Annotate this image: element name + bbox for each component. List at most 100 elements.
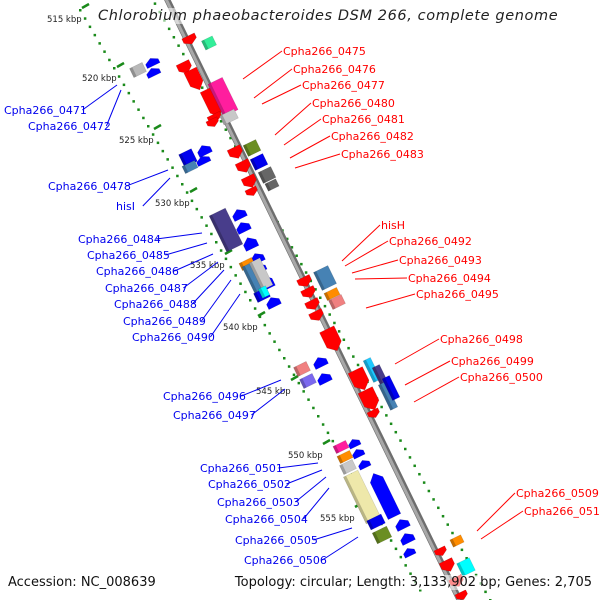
gene-plus-arrow [181, 32, 197, 45]
scale-dot [215, 241, 218, 244]
gene-minus-box-shade [293, 366, 301, 377]
gene-minus-arrow [232, 209, 248, 222]
scale-dot [328, 313, 331, 316]
scale-dot [317, 415, 320, 418]
gene-label-plus: Cpha266_0509 [516, 487, 599, 500]
gene-minus-arrow-body [236, 222, 252, 235]
gene-minus-box-shade [129, 67, 137, 78]
gene-minus-box-body [332, 439, 350, 455]
gene-minus-arrow [395, 519, 411, 532]
scale-dot [394, 430, 398, 434]
scale-label: 535 kbp [190, 261, 225, 271]
gene-label-plus: Cpha266_0498 [440, 333, 523, 346]
gene-minus-arrow [146, 68, 162, 79]
gene-plus-arrow [296, 274, 312, 287]
scale-dot [465, 556, 468, 560]
gene-plus-arrow [357, 386, 380, 411]
scale-dot [427, 489, 431, 493]
gene-label-plus: Cpha266_0510 [524, 505, 600, 518]
gene-minus-arrow-body [196, 156, 212, 167]
gene-label-minus: Cpha266_0497 [173, 409, 256, 422]
scale-dot [304, 271, 308, 274]
gene-minus-box-shade [178, 153, 188, 168]
scale-dot [437, 506, 440, 510]
scale-tick [257, 310, 266, 318]
scale-dot [309, 279, 313, 283]
scale-dot [290, 246, 294, 249]
gene-label-plus: Cpha266_0499 [451, 355, 534, 368]
scale-dot [239, 282, 242, 285]
gene-minus-arrow-body [403, 548, 417, 559]
gene-features [129, 32, 476, 600]
gene-plus-arrow-body [304, 297, 320, 310]
scale-dot [312, 406, 315, 410]
leader-line [394, 338, 440, 365]
scale-dot [190, 199, 194, 203]
gene-minus-box [339, 459, 357, 475]
leader-line [341, 224, 381, 262]
gene-plus-arrow [347, 366, 370, 391]
scale-dot [283, 357, 286, 360]
gene-plus-arrow [234, 158, 251, 173]
gene-plus-box-shade [207, 83, 227, 117]
accession-text: Accession: NC_008639 [8, 575, 156, 590]
scale-dot [195, 207, 199, 211]
gene-plus-box [207, 76, 239, 118]
gene-minus-arrow-body [348, 439, 362, 450]
scale-label: 555 kbp [320, 514, 355, 524]
gene-plus-arrow-body [433, 545, 447, 556]
scale-dot [172, 36, 176, 39]
gene-plus-box-body [449, 534, 465, 548]
leader-line [283, 118, 322, 146]
scale-dot [394, 547, 398, 551]
scale-dot [356, 363, 360, 367]
gene-minus-box [181, 159, 199, 175]
gene-plus-arrow [240, 173, 257, 188]
gene-plus-box-shade [382, 377, 396, 401]
gene-label-plus: Cpha266_0481 [322, 113, 405, 126]
scale-dot [185, 191, 189, 194]
gene-minus-arrow-body [146, 68, 162, 79]
leader-line [183, 261, 219, 289]
gene-label-plus: Cpha266_0494 [408, 272, 491, 285]
scale-dot [103, 50, 106, 53]
scale-label: 515 kbp [47, 15, 82, 25]
scale-dot [297, 381, 301, 385]
gene-label-plus: Cpha266_0483 [341, 148, 424, 161]
gene-plus-box-shade [219, 114, 227, 126]
gene-label-plus: Cpha266_0493 [399, 254, 482, 267]
scale-dot [331, 439, 335, 443]
gene-label-minus: Cpha266_0487 [105, 282, 188, 295]
gene-minus-box-shade [242, 265, 258, 295]
gene-plus-box [264, 178, 280, 192]
scale-dot [432, 498, 435, 501]
gene-plus-box-shade [313, 271, 325, 291]
gene-minus-arrow-body [395, 519, 411, 532]
gene-plus-box-body [242, 139, 262, 157]
gene-minus-arrow-body [400, 533, 416, 546]
gene-plus-arrow-body [308, 308, 324, 321]
gene-plus-box-shade [258, 171, 267, 184]
scale-dot [177, 44, 180, 47]
leader-line [174, 253, 214, 272]
gene-plus-arrow-body [300, 285, 316, 298]
scale-dot [176, 174, 179, 178]
gene-minus-arrow-body [313, 357, 329, 370]
gene-minus-box-shade [343, 475, 369, 524]
gene-plus-box [257, 166, 277, 184]
gene-minus-arrow [317, 373, 333, 386]
gene-minus-box-shade [181, 165, 189, 174]
scale-dot [200, 216, 203, 219]
gene-minus-arrow [236, 222, 252, 235]
gene-minus-box [371, 525, 393, 545]
scale-dot [171, 166, 174, 169]
gene-minus-box [299, 373, 317, 389]
gene-minus-arrow [369, 473, 402, 520]
leader-line [480, 510, 524, 540]
gene-plus-arrow-body [366, 407, 380, 418]
gene-minus-arrow-body [352, 449, 366, 460]
leader-line [322, 536, 359, 561]
gene-minus-box-body [129, 62, 147, 78]
scale-tick [322, 438, 331, 446]
leader-line [261, 84, 302, 105]
